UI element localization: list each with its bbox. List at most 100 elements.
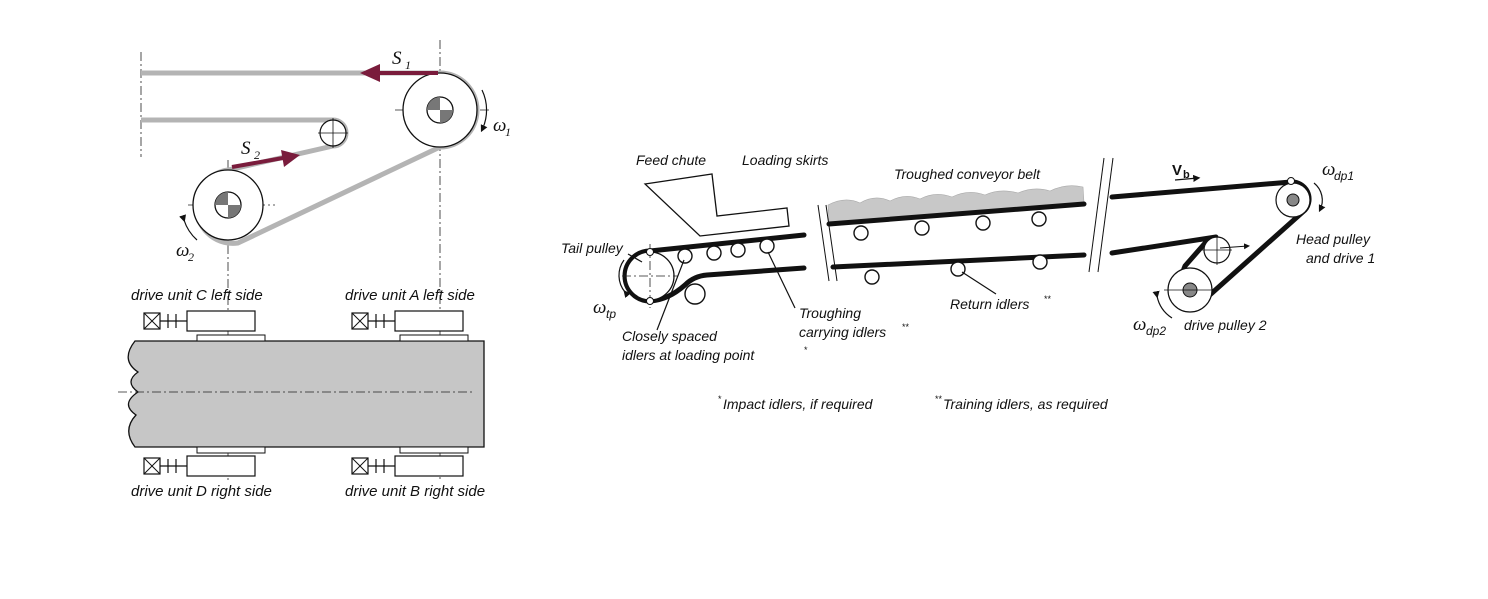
left-belt-wrap-diagram: S 1 S 2 ω 1 ω 2 xyxy=(140,40,511,480)
double-asterisk: ** xyxy=(902,322,910,332)
feed-chute-label: Feed chute xyxy=(636,152,706,168)
right-conveyor-diagram: Feed chute Loading skirts Troughed conve… xyxy=(561,152,1375,412)
return-idler xyxy=(864,269,880,285)
drive-pulley-2-label: drive pulley 2 xyxy=(1184,317,1267,333)
return-belt-seg3 xyxy=(1109,234,1219,256)
return-idler xyxy=(1032,254,1048,270)
omega1-label: ω xyxy=(493,115,506,136)
break-line xyxy=(1088,157,1105,273)
belt-plan-view xyxy=(127,340,485,448)
return-idlers-label: Return idlers xyxy=(950,296,1029,312)
tail-pulley-leader xyxy=(627,253,643,263)
snub-direction-arrow xyxy=(1219,243,1250,250)
hub-quadrant xyxy=(215,192,228,205)
pulley-d-rim xyxy=(196,446,266,454)
idler xyxy=(759,238,775,254)
idler xyxy=(730,242,746,258)
bulk-material xyxy=(827,185,1085,224)
closely-spaced-label-1: Closely spaced xyxy=(622,328,718,344)
vb-subscript: b xyxy=(1183,169,1190,181)
break-line xyxy=(1097,157,1114,273)
return-belt-seg1 xyxy=(647,265,807,304)
omega-dp2-subscript: dp2 xyxy=(1146,324,1166,338)
omega-dp2-label: ω xyxy=(1133,314,1146,335)
troughing-leader xyxy=(767,251,796,309)
omega-tp-arrow xyxy=(618,259,631,298)
s1-force-arrowhead xyxy=(360,64,380,82)
left-plan-view: drive unit C left side drive unit A left… xyxy=(118,287,485,500)
omega-dp1-label: ω xyxy=(1322,159,1335,180)
tail-tangent-point xyxy=(646,297,654,305)
omega-tp-label: ω xyxy=(593,297,606,318)
feed-chute-and-skirts xyxy=(643,173,790,237)
omega2-rotation-arrow xyxy=(179,214,198,241)
tail-tangent-point xyxy=(646,248,654,256)
head-pulley-label-1: Head pulley xyxy=(1296,231,1371,247)
s2-force-arrow-shaft xyxy=(231,156,284,169)
pulley-c-rim xyxy=(196,334,266,342)
asterisk: * xyxy=(804,345,808,355)
omega-dp1-subscript: dp1 xyxy=(1334,169,1354,183)
loading-skirts-label: Loading skirts xyxy=(742,152,828,168)
double-asterisk: ** xyxy=(935,394,943,404)
drive-unit-c xyxy=(143,310,256,332)
return-idler xyxy=(950,261,966,277)
s2-force-arrowhead xyxy=(281,150,300,167)
carrying-belt-seg3 xyxy=(1109,179,1294,200)
omega-dp2-arrow xyxy=(1152,290,1173,319)
drive-unit-a xyxy=(351,310,464,332)
hub-quadrant xyxy=(228,205,241,218)
training-idlers-note: Training idlers, as required xyxy=(943,396,1109,412)
carrying-belt-seg2 xyxy=(826,201,1087,227)
head-tangent-point xyxy=(1287,177,1295,185)
idler xyxy=(706,245,722,261)
return-idlers-leader xyxy=(961,271,997,295)
idler xyxy=(975,215,991,231)
break-line xyxy=(825,204,838,282)
drive-unit-b-label: drive unit B right side xyxy=(345,483,485,500)
omega2-label: ω xyxy=(176,240,189,261)
head-pulley-hub xyxy=(1286,193,1300,207)
double-asterisk: ** xyxy=(1044,294,1052,304)
idler xyxy=(853,225,869,241)
vb-label: V xyxy=(1172,162,1182,179)
pulley-b-rim xyxy=(399,446,469,454)
drive-unit-b xyxy=(351,455,464,477)
s2-subscript: 2 xyxy=(254,148,260,162)
carrying-belt-seg1 xyxy=(647,232,807,254)
impact-idler xyxy=(684,283,706,305)
drive-unit-c-label: drive unit C left side xyxy=(131,287,263,304)
troughed-belt-label: Troughed conveyor belt xyxy=(894,166,1041,182)
troughing-label-1: Troughing xyxy=(799,305,861,321)
head-pulley-label-2: and drive 1 xyxy=(1306,250,1375,266)
break-line xyxy=(817,204,830,282)
omega-tp-subscript: tp xyxy=(606,307,616,321)
hub-quadrant xyxy=(440,110,453,123)
omega1-rotation-arrow xyxy=(480,89,488,133)
drive-unit-d-label: drive unit D right side xyxy=(131,483,272,500)
drive-unit-d xyxy=(143,455,256,477)
idler xyxy=(1031,211,1047,227)
tail-pulley xyxy=(625,251,675,301)
hub-quadrant xyxy=(427,97,440,110)
idler xyxy=(677,248,693,264)
troughing-label-2: carrying idlers xyxy=(799,324,886,340)
closely-spaced-label-2: idlers at loading point xyxy=(622,347,755,363)
belt-velocity-arrow xyxy=(1174,174,1201,183)
return-idlers xyxy=(684,254,1048,305)
impact-idlers-note: Impact idlers, if required xyxy=(723,396,874,412)
omega-dp1-arrow xyxy=(1313,182,1326,213)
carrying-idlers xyxy=(677,211,1047,264)
omega2-subscript: 2 xyxy=(188,250,194,264)
s1-subscript: 1 xyxy=(405,58,411,72)
s2-label: S xyxy=(241,138,251,159)
asterisk: * xyxy=(718,394,722,404)
pulley-a-rim xyxy=(399,334,469,342)
tail-pulley-label: Tail pulley xyxy=(561,240,624,256)
drive-unit-a-label: drive unit A left side xyxy=(345,287,475,304)
omega1-subscript: 1 xyxy=(505,125,511,139)
idler xyxy=(914,220,930,236)
closely-spaced-leader xyxy=(656,259,685,331)
s1-label: S xyxy=(392,48,402,69)
